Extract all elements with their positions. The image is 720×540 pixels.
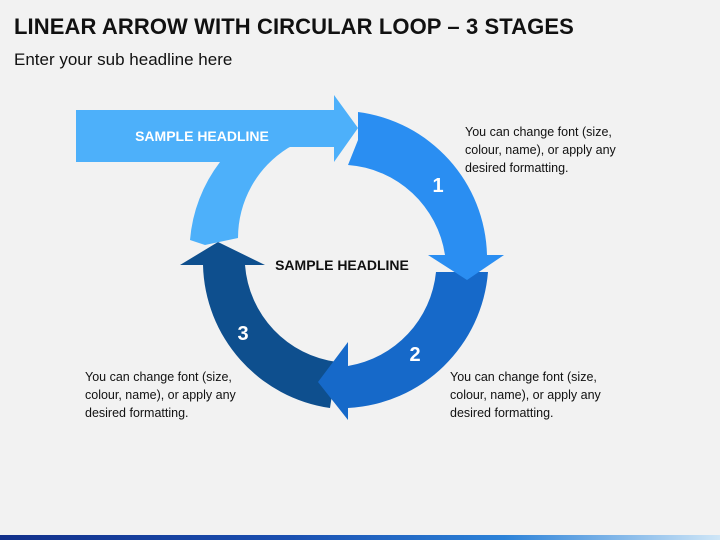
stage-3-number: 3 — [237, 323, 248, 345]
stage-2-arc — [318, 272, 488, 420]
stage-3-arc — [180, 242, 337, 408]
stage-3-description: You can change font (size, colour, name)… — [85, 370, 236, 420]
stage-2-number: 2 — [409, 344, 420, 366]
slide-subtitle: Enter your sub headline here — [14, 50, 233, 69]
arrow-headline: SAMPLE HEADLINE — [135, 128, 269, 144]
stage-1-arc — [348, 112, 504, 280]
slide-title: LINEAR ARROW WITH CIRCULAR LOOP – 3 STAG… — [14, 14, 574, 39]
stage-1-description: You can change font (size, colour, name)… — [465, 125, 616, 175]
linear-arrow-shape — [76, 95, 358, 245]
stage-1-number: 1 — [432, 175, 443, 197]
center-headline: SAMPLE HEADLINE — [275, 257, 409, 273]
stage-2-description: You can change font (size, colour, name)… — [450, 370, 601, 420]
bottom-accent-bar — [0, 535, 720, 540]
